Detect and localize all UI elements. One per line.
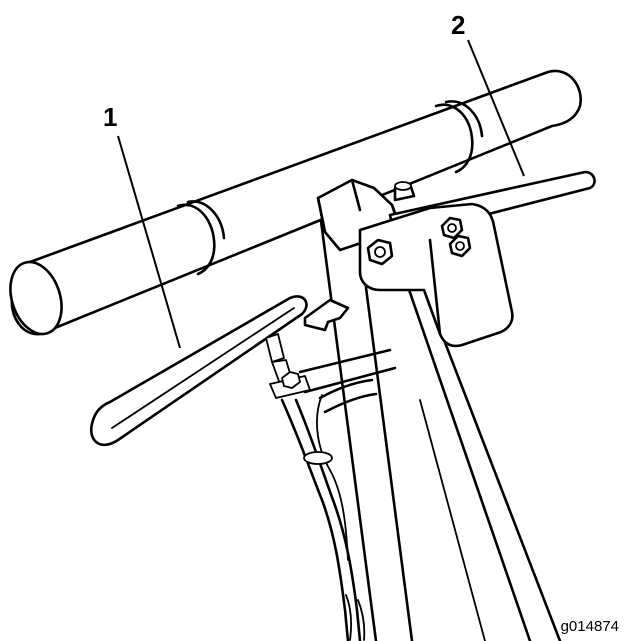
callout-2-leader xyxy=(467,39,525,177)
figure-id: g014874 xyxy=(560,618,619,635)
cable-clip xyxy=(303,451,333,465)
handlebar-grip xyxy=(9,69,582,336)
bolt xyxy=(448,234,472,258)
control-cable xyxy=(280,394,366,641)
bolt xyxy=(366,238,394,266)
bolt xyxy=(440,216,464,240)
callout-1-leader xyxy=(117,135,181,349)
callout-1-number: 1 xyxy=(103,102,118,132)
callout-2-number: 2 xyxy=(451,10,466,40)
blade-control-bail xyxy=(89,295,311,447)
lever-bracket xyxy=(358,202,514,348)
lever-pivot-tab xyxy=(303,298,350,332)
